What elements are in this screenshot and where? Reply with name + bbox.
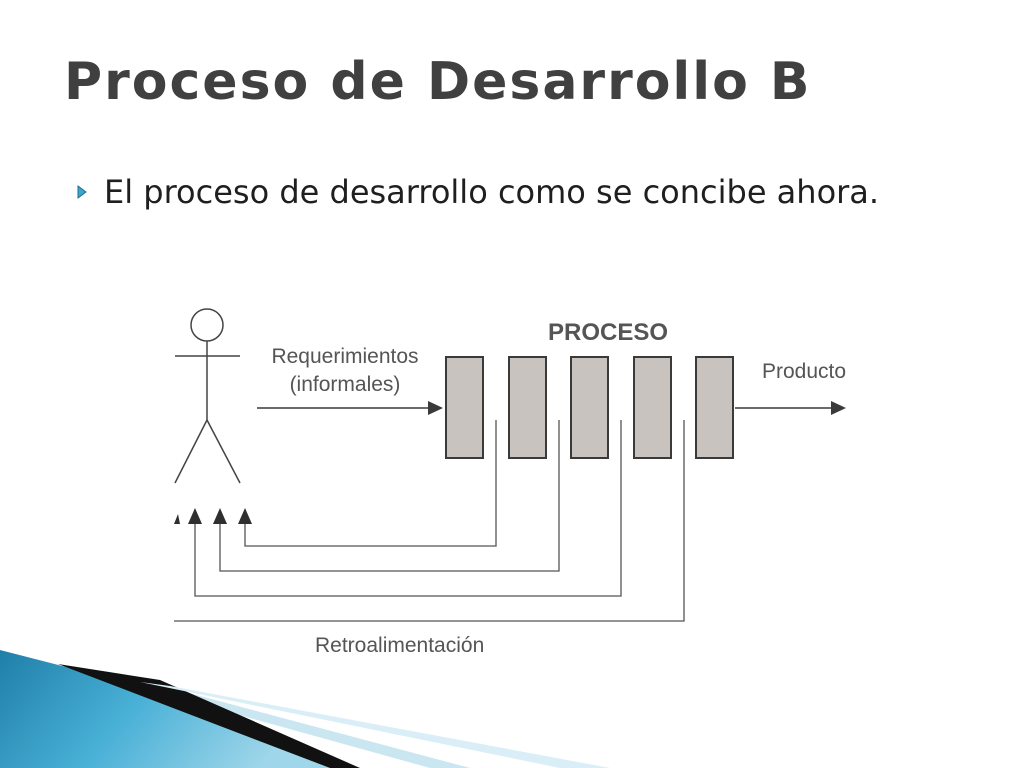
- triangle-right-icon: [77, 185, 87, 199]
- feedback-line-2: [219, 420, 560, 572]
- process-header: PROCESO: [548, 319, 668, 346]
- input-arrow: [257, 401, 443, 415]
- process-step-4: [633, 356, 672, 459]
- feedback-line-1: [244, 420, 497, 547]
- process-step-2: [508, 356, 547, 459]
- output-label: Producto: [762, 360, 846, 383]
- bullet-text: El proceso de desarrollo como se concibe…: [104, 173, 880, 211]
- feedback-label: Retroalimentación: [315, 634, 484, 657]
- process-step-1: [445, 356, 484, 459]
- stick-figure-icon: [174, 308, 241, 484]
- feedback-line-3: [194, 420, 622, 597]
- feedback-arrowheads: [174, 508, 252, 524]
- input-label-line2: (informales): [290, 373, 401, 396]
- process-step-3: [570, 356, 609, 459]
- input-label-line1: Requerimientos: [271, 345, 418, 368]
- feedback-loops: [174, 420, 685, 622]
- process-step-5: [695, 356, 734, 459]
- bullet-item: El proceso de desarrollo como se concibe…: [76, 170, 936, 214]
- output-arrow: [735, 401, 846, 415]
- slide-title: Proceso de Desarrollo B: [64, 52, 812, 112]
- feedback-line-4: [174, 420, 685, 622]
